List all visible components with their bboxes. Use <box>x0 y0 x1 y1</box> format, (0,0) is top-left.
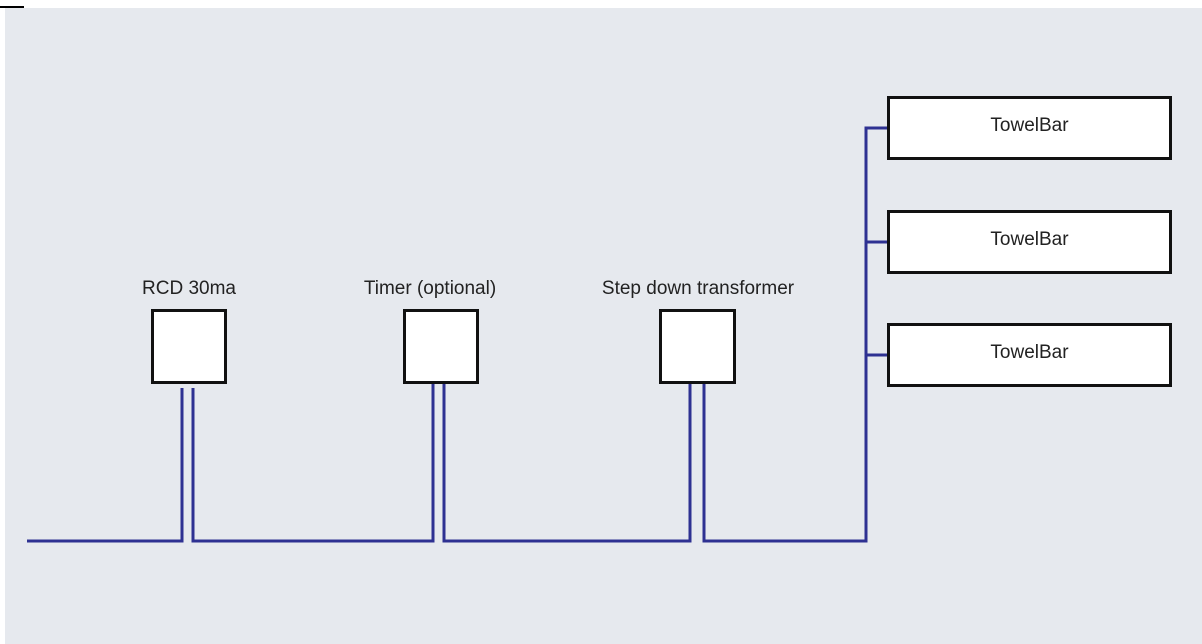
main-feed-wire <box>27 388 184 543</box>
timer-box <box>403 309 479 384</box>
towelbar-2: TowelBar <box>887 210 1172 274</box>
transformer-box <box>659 309 736 384</box>
transformer-label: Step down transformer <box>601 278 795 299</box>
rcd-return-wire <box>191 384 435 543</box>
rcd-box <box>151 309 227 384</box>
transformer-return-wire <box>702 126 888 543</box>
towelbar-3-label: TowelBar <box>990 342 1069 363</box>
towelbar-1: TowelBar <box>887 96 1172 160</box>
top-rule-divider <box>0 6 24 8</box>
towelbar-2-label: TowelBar <box>990 229 1069 250</box>
towelbar-1-label: TowelBar <box>990 115 1069 136</box>
rcd-label: RCD 30ma <box>142 278 236 299</box>
towelbar-3: TowelBar <box>887 323 1172 387</box>
timer-return-wire <box>442 384 692 543</box>
timer-label: Timer (optional) <box>363 278 497 299</box>
